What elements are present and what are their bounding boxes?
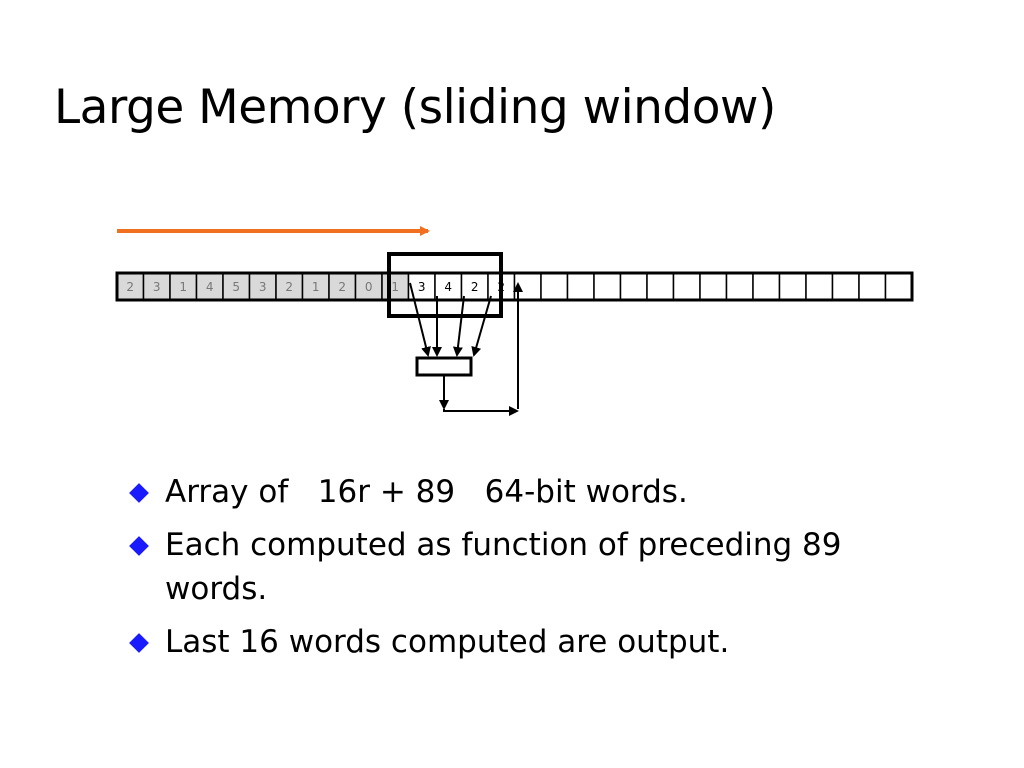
memory-cell-empty — [831, 272, 860, 301]
diamond-bullet-icon — [129, 483, 149, 503]
memory-cell-value: 2 — [471, 280, 479, 294]
memory-cell-empty — [778, 272, 807, 301]
memory-cell-value: 1 — [391, 280, 399, 294]
memory-cell-value: 3 — [153, 280, 161, 294]
bullet-text: Each computed as function of preceding 8… — [165, 527, 852, 607]
function-box — [415, 356, 473, 377]
input-arrow — [409, 282, 431, 357]
input-arrow — [471, 295, 492, 357]
memory-cell-value: 5 — [232, 280, 240, 294]
bullet-text: Array of 16r + 89 64-bit words. — [165, 474, 688, 510]
memory-cell-value: 1 — [312, 280, 320, 294]
memory-cell-empty — [593, 272, 622, 301]
memory-cell-value: 3 — [418, 280, 426, 294]
memory-cell-value: 1 — [179, 280, 187, 294]
memory-cell-empty — [884, 272, 913, 301]
memory-cell-empty — [672, 272, 701, 301]
sliding-window — [387, 252, 503, 318]
memory-cell-value: 2 — [338, 280, 346, 294]
memory-cell-empty — [699, 272, 728, 301]
memory-cell-value: 0 — [365, 280, 373, 294]
memory-cell-empty — [858, 272, 887, 301]
memory-cell-value: 2 — [285, 280, 293, 294]
bullet-item: Each computed as function of preceding 8… — [129, 523, 910, 611]
bullet-list: Array of 16r + 89 64-bit words. Each com… — [129, 470, 910, 673]
bullet-item: Array of 16r + 89 64-bit words. — [129, 470, 910, 514]
memory-cell-value: 3 — [259, 280, 267, 294]
page-title: Large Memory (sliding window) — [54, 80, 776, 135]
memory-cell-value: 4 — [206, 280, 214, 294]
memory-array-border — [115, 271, 914, 302]
input-arrow — [452, 295, 465, 357]
memory-cell-value: 4 — [444, 280, 452, 294]
memory-cell-empty — [752, 272, 781, 301]
bullet-text: Last 16 words computed are output. — [165, 624, 730, 660]
memory-cell-empty — [805, 272, 834, 301]
memory-cell-empty — [725, 272, 754, 301]
bullet-item: Last 16 words computed are output. — [129, 620, 910, 664]
memory-cell-empty — [619, 272, 648, 301]
output-path — [443, 406, 519, 416]
memory-cell-value: 2 — [126, 280, 134, 294]
memory-cell-filled — [381, 272, 410, 301]
memory-cell-empty — [540, 272, 569, 301]
memory-cell-filled — [116, 272, 145, 301]
diamond-bullet-icon — [129, 536, 149, 556]
memory-cell-empty — [646, 272, 675, 301]
memory-cell-empty — [566, 272, 595, 301]
diamond-bullet-icon — [129, 633, 149, 653]
